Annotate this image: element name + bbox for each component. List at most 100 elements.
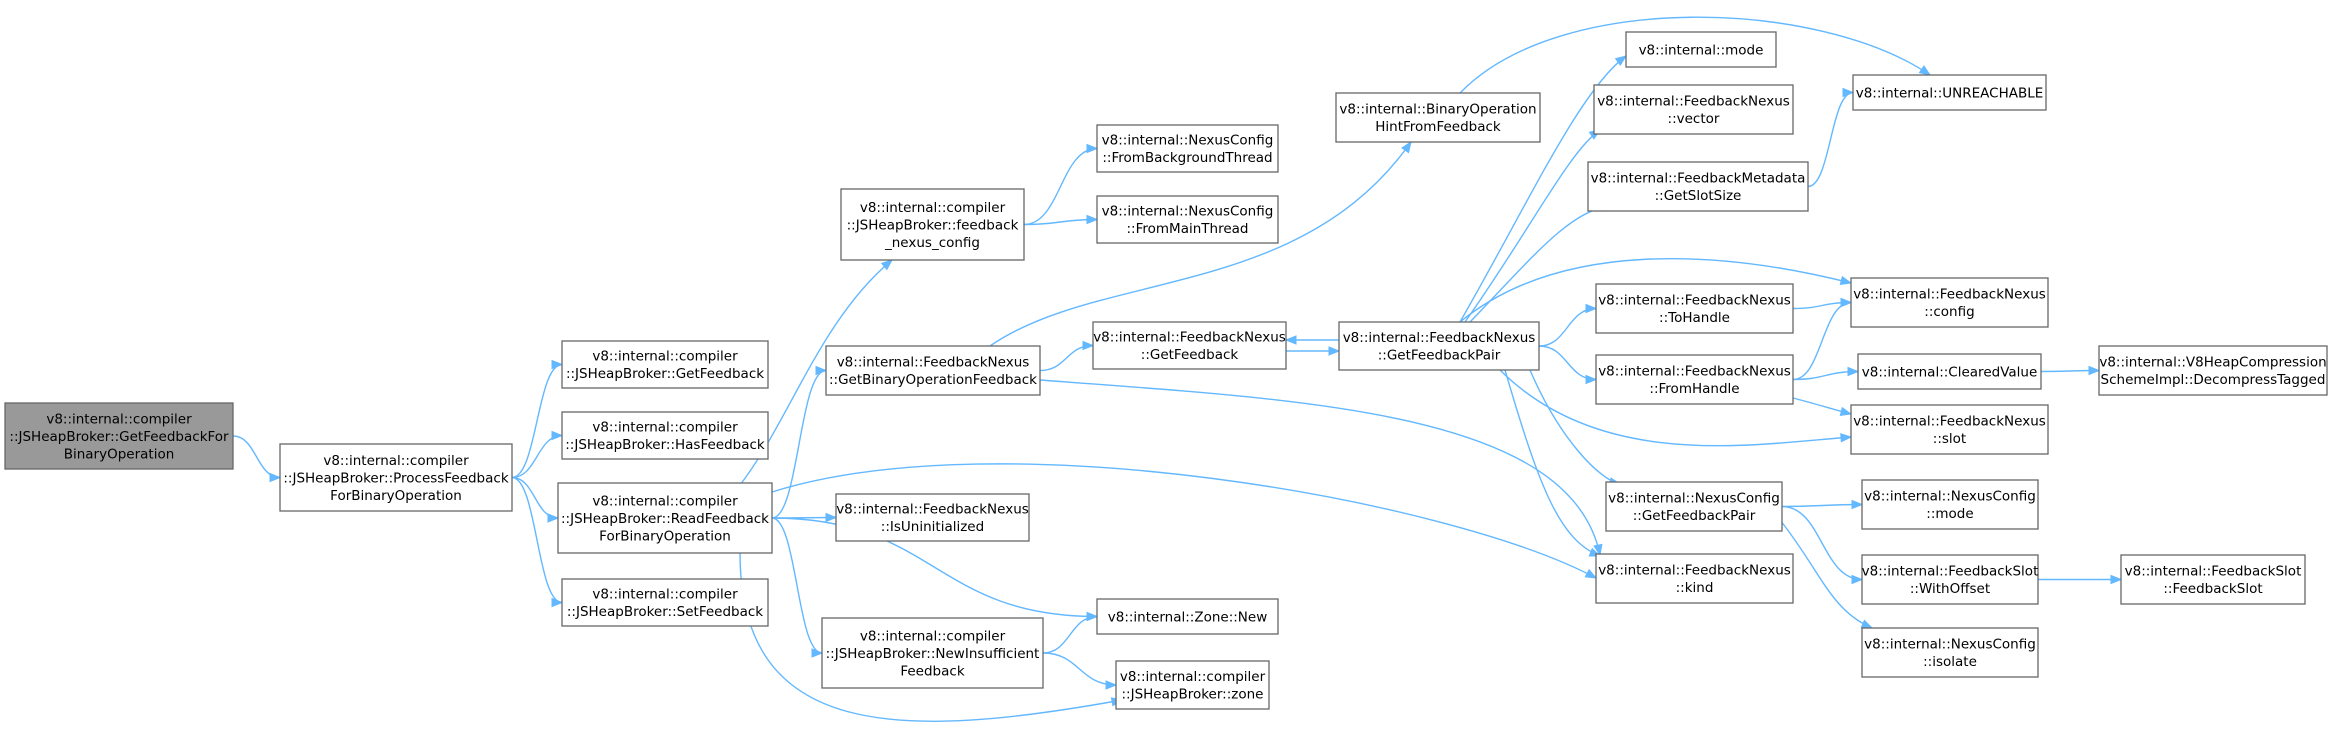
arrowhead-icon bbox=[551, 430, 564, 441]
call-edge-nc_getpair-to-isolate bbox=[1779, 519, 1874, 629]
node-label-line: ::slot bbox=[1933, 431, 1966, 447]
graph-node-fromhandle[interactable]: v8::internal::FeedbackNexus::FromHandle bbox=[1595, 354, 1794, 405]
graph-node-newinsuff[interactable]: v8::internal::compiler::JSHeapBroker::Ne… bbox=[821, 617, 1044, 689]
graph-node-setfeedback[interactable]: v8::internal::compiler::JSHeapBroker::Se… bbox=[561, 578, 769, 627]
node-label-line: v8::internal::FeedbackMetadata bbox=[1591, 171, 1806, 187]
call-edge-root-to-process bbox=[232, 435, 282, 483]
node-box bbox=[1335, 92, 1541, 143]
arrowhead-icon bbox=[1614, 55, 1628, 67]
node-label-line: ::JSHeapBroker::feedback bbox=[847, 217, 1019, 233]
graph-node-nexusconfig[interactable]: v8::internal::compiler::JSHeapBroker::fe… bbox=[840, 188, 1025, 261]
node-label-line: ::GetSlotSize bbox=[1655, 188, 1742, 204]
call-edge-getpair-to-vector bbox=[1464, 129, 1602, 323]
node-label-line: ::mode bbox=[1926, 506, 1973, 522]
call-edge-cleared-to-decompress bbox=[2040, 365, 2101, 376]
edge-line bbox=[1042, 615, 1098, 654]
call-edge-withoffset-to-feedbackslot bbox=[2038, 574, 2123, 585]
call-edge-readfeedback-to-newinsuff bbox=[771, 517, 824, 658]
graph-node-getfeedback[interactable]: v8::internal::compiler::JSHeapBroker::Ge… bbox=[561, 340, 769, 389]
graph-node-fn_slot[interactable]: v8::internal::FeedbackNexus::slot bbox=[1850, 404, 2049, 455]
graph-node-feedbackslot[interactable]: v8::internal::FeedbackSlot::FeedbackSlot bbox=[2120, 554, 2306, 605]
graph-node-frombg[interactable]: v8::internal::NexusConfig::FromBackgroun… bbox=[1096, 124, 1279, 173]
arrowhead-icon bbox=[1585, 303, 1598, 314]
graph-node-binophint[interactable]: v8::internal::BinaryOperationHintFromFee… bbox=[1335, 92, 1541, 143]
graph-node-slotsize[interactable]: v8::internal::FeedbackMetadata::GetSlotS… bbox=[1587, 161, 1809, 212]
call-edge-getbinop-to-binophint bbox=[989, 140, 1412, 347]
node-label-line: ::GetFeedbackPair bbox=[1633, 508, 1756, 524]
graph-node-cleared[interactable]: v8::internal::ClearedValue bbox=[1857, 353, 2042, 390]
arrowhead-icon bbox=[1851, 499, 1864, 510]
graph-node-isuninit[interactable]: v8::internal::FeedbackNexus::IsUninitial… bbox=[835, 493, 1030, 542]
call-edge-slotsize-to-unreachable bbox=[1807, 87, 1855, 188]
graph-node-vector[interactable]: v8::internal::FeedbackNexus::vector bbox=[1593, 84, 1794, 135]
node-box bbox=[1852, 74, 2047, 111]
graph-node-kind[interactable]: v8::internal::FeedbackNexus::kind bbox=[1595, 553, 1794, 604]
call-edge-getbinop-to-kind bbox=[1039, 379, 1603, 557]
graph-node-fn_getfeedback[interactable]: v8::internal::FeedbackNexus::GetFeedback bbox=[1092, 321, 1287, 370]
graph-node-nc_mode[interactable]: v8::internal::NexusConfig::mode bbox=[1861, 479, 2039, 530]
node-label-line: ::GetFeedbackPair bbox=[1378, 348, 1501, 364]
node-label-line: v8::internal::UNREACHABLE bbox=[1856, 85, 2044, 101]
graph-node-fn_config[interactable]: v8::internal::FeedbackNexus::config bbox=[1850, 277, 2049, 328]
graph-node-process[interactable]: v8::internal::compiler::JSHeapBroker::Pr… bbox=[279, 443, 513, 512]
graph-node-zone[interactable]: v8::internal::compiler::JSHeapBroker::zo… bbox=[1115, 660, 1270, 710]
node-box bbox=[1587, 161, 1809, 212]
node-box bbox=[1595, 553, 1794, 604]
arrowhead-icon bbox=[1842, 87, 1855, 98]
graph-node-isolate[interactable]: v8::internal::NexusConfig::isolate bbox=[1861, 627, 2039, 678]
edge-line bbox=[232, 435, 281, 479]
graph-node-root[interactable]: v8::internal::compiler::JSHeapBroker::Ge… bbox=[4, 402, 234, 470]
node-label-line: v8::internal::ClearedValue bbox=[1862, 364, 2038, 380]
node-box bbox=[2098, 345, 2328, 396]
node-label-line: v8::internal::FeedbackSlot bbox=[2125, 564, 2302, 580]
graph-node-getpair[interactable]: v8::internal::FeedbackNexus::GetFeedback… bbox=[1338, 321, 1540, 371]
graph-node-withoffset[interactable]: v8::internal::FeedbackSlot::WithOffset bbox=[1861, 554, 2039, 605]
graph-node-readfeedback[interactable]: v8::internal::compiler::JSHeapBroker::Re… bbox=[557, 482, 773, 554]
node-label-line: ::FromMainThread bbox=[1127, 221, 1249, 237]
node-label-line: HintFromFeedback bbox=[1375, 119, 1501, 135]
arrowhead-icon bbox=[1328, 346, 1341, 356]
node-label-line: v8::internal::FeedbackNexus bbox=[1093, 330, 1286, 346]
graph-node-zonenew[interactable]: v8::internal::Zone::New bbox=[1096, 598, 1279, 635]
arrowhead-icon bbox=[2110, 574, 2123, 585]
graph-node-hasfeedback[interactable]: v8::internal::compiler::JSHeapBroker::Ha… bbox=[561, 411, 769, 460]
call-edge-readfeedback-to-getbinop bbox=[771, 365, 828, 519]
node-box bbox=[1595, 283, 1794, 334]
node-box bbox=[561, 578, 769, 627]
node-label-line: v8::internal::NexusConfig bbox=[1102, 133, 1274, 149]
node-box bbox=[1857, 353, 2042, 390]
edge-line bbox=[1499, 369, 1852, 447]
node-label-line: v8::internal::compiler bbox=[860, 628, 1006, 644]
edge-line bbox=[1039, 344, 1094, 372]
node-label-line: ForBinaryOperation bbox=[599, 528, 731, 544]
edge-line bbox=[771, 517, 1098, 618]
call-edge-getpair-to-fromhandle bbox=[1538, 345, 1598, 385]
arrowhead-icon bbox=[1105, 680, 1118, 690]
arrowhead-icon bbox=[1839, 275, 1853, 286]
graph-node-unreachable[interactable]: v8::internal::UNREACHABLE bbox=[1852, 74, 2047, 111]
graph-node-mode[interactable]: v8::internal::mode bbox=[1625, 31, 1777, 68]
edge-line bbox=[511, 434, 563, 479]
call-edge-fromhandle-to-cleared bbox=[1792, 366, 1860, 381]
call-edge-process-to-getfeedback bbox=[511, 359, 564, 479]
graph-node-getbinop[interactable]: v8::internal::FeedbackNexus::GetBinaryOp… bbox=[825, 345, 1041, 396]
node-box bbox=[561, 411, 769, 460]
graph-node-decompress[interactable]: v8::internal::V8HeapCompressionSchemeImp… bbox=[2098, 345, 2328, 396]
node-label-line: ::kind bbox=[1676, 580, 1714, 596]
edge-line bbox=[1042, 652, 1117, 686]
edge-line bbox=[1039, 379, 1601, 556]
node-label-line: v8::internal::V8HeapCompression bbox=[2099, 355, 2326, 371]
graph-node-tohandle[interactable]: v8::internal::FeedbackNexus::ToHandle bbox=[1595, 283, 1794, 334]
graph-node-frommain[interactable]: v8::internal::NexusConfig::FromMainThrea… bbox=[1096, 195, 1279, 244]
call-edge-nc_getpair-to-nc_mode bbox=[1781, 499, 1864, 510]
arrowhead-icon bbox=[2088, 365, 2101, 376]
node-label-line: v8::internal::NexusConfig bbox=[1608, 491, 1780, 507]
edge-line bbox=[771, 517, 823, 654]
node-label-line: v8::internal::FeedbackNexus bbox=[1853, 414, 2046, 430]
call-edge-getbinop-to-fn_getfeedback bbox=[1039, 340, 1095, 372]
node-label-line: ::FromBackgroundThread bbox=[1102, 150, 1272, 166]
node-box bbox=[1605, 481, 1783, 532]
graph-node-nc_getpair[interactable]: v8::internal::NexusConfig::GetFeedbackPa… bbox=[1605, 481, 1783, 532]
node-label-line: ::FeedbackSlot bbox=[2163, 581, 2262, 597]
call-edge-getpair-to-fn_getfeedback bbox=[1284, 335, 1339, 345]
